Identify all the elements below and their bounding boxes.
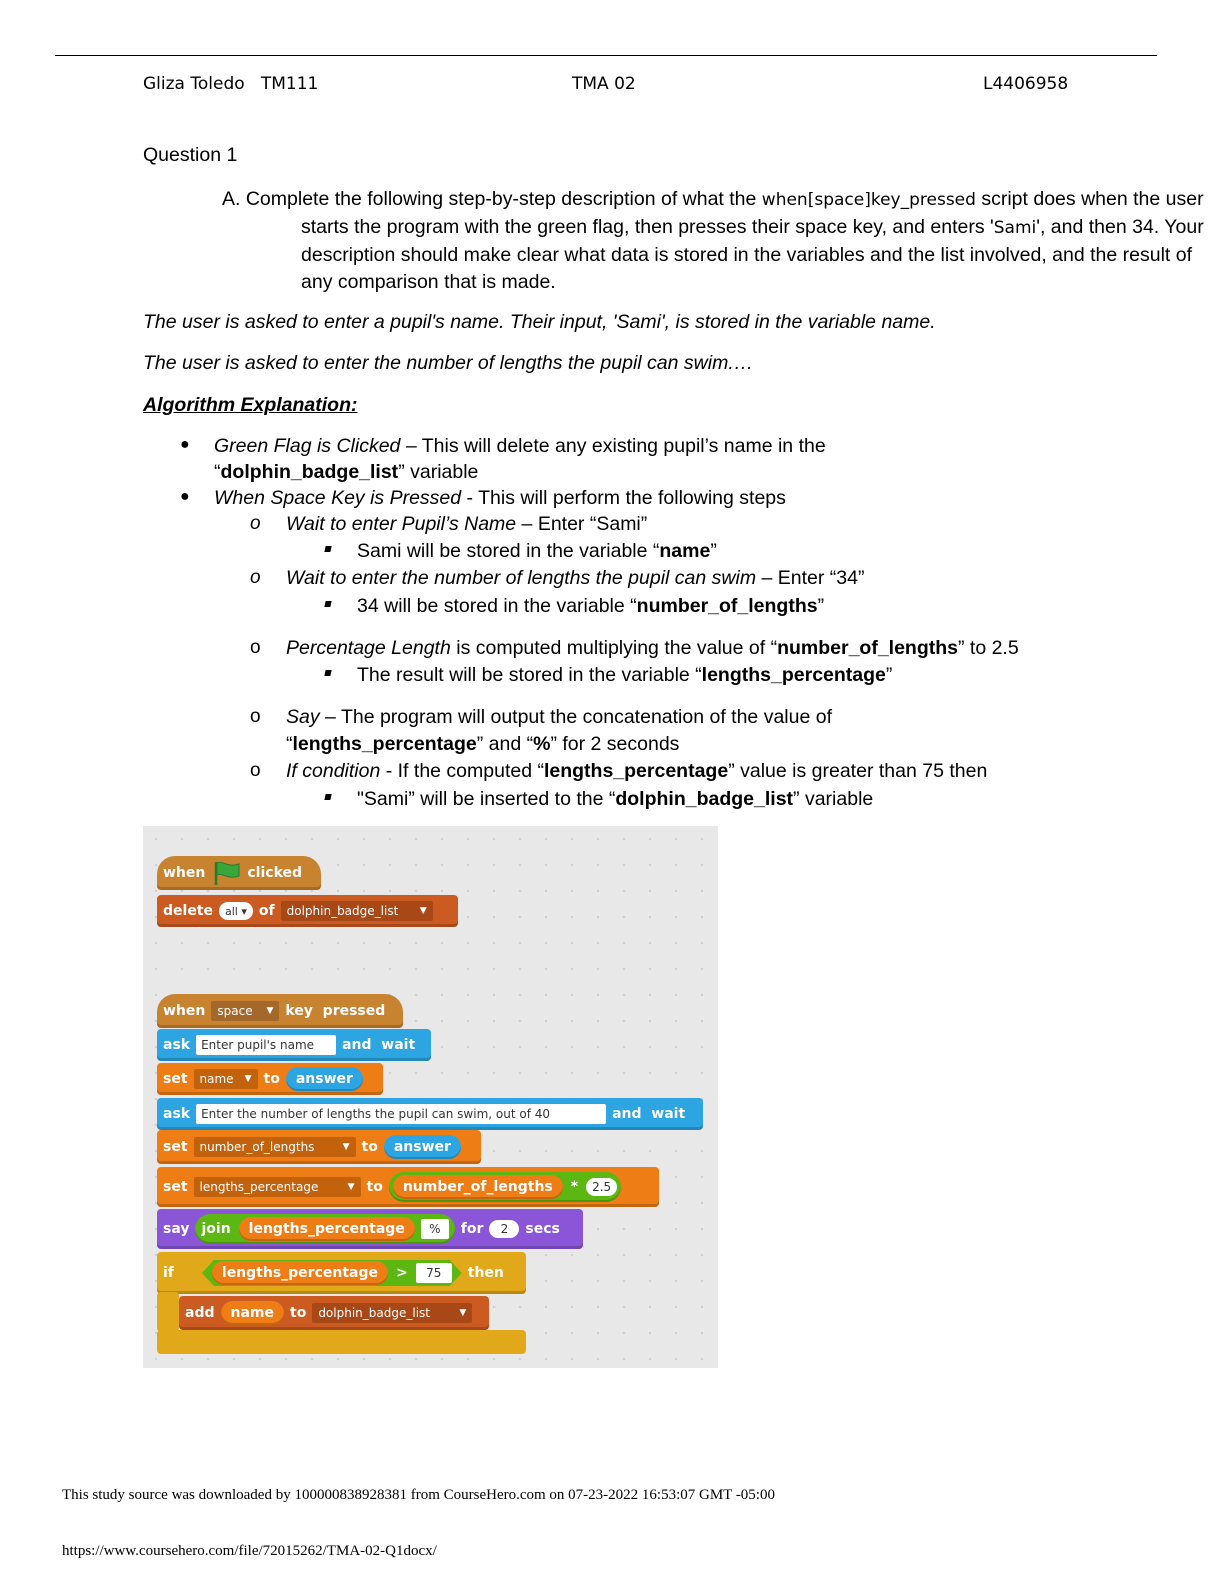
block-label: say bbox=[163, 1221, 190, 1237]
step-percentage: Percentage Length is computed multiplyin… bbox=[286, 637, 1019, 659]
set-lengths-block: set number_of_lengths▼ to answer bbox=[157, 1130, 481, 1164]
sub-marker: o bbox=[250, 706, 261, 727]
step-say: Say – The program will output the concat… bbox=[286, 706, 832, 728]
block-label: when bbox=[163, 1003, 206, 1019]
green-flag-icon bbox=[215, 861, 240, 885]
header-assignment: TMA 02 bbox=[572, 74, 636, 94]
footer-source: This study source was downloaded by 1000… bbox=[62, 1487, 775, 1503]
block-label: set bbox=[163, 1179, 188, 1195]
secs-input[interactable]: 2 bbox=[489, 1220, 520, 1238]
example-line-1: The user is asked to enter a pupil's nam… bbox=[143, 311, 936, 333]
lengths-percentage-reporter[interactable]: lengths_percentage bbox=[238, 1217, 415, 1241]
block-label: for bbox=[460, 1221, 484, 1237]
operator-label: > bbox=[396, 1265, 408, 1281]
bullet-green-flag-line2: “dolphin_badge_list” variable bbox=[214, 461, 479, 483]
lengths-percentage-reporter[interactable]: lengths_percentage bbox=[212, 1261, 388, 1285]
block-label: ask bbox=[163, 1037, 191, 1053]
if-block: if lengths_percentage > 75 then bbox=[157, 1252, 526, 1294]
block-label: of bbox=[258, 903, 275, 919]
bullet-space-key: When Space Key is Pressed - This will pe… bbox=[214, 487, 786, 509]
greater-than-operator[interactable]: lengths_percentage > 75 bbox=[202, 1260, 462, 1286]
lengths-var-dropdown[interactable]: number_of_lengths▼ bbox=[193, 1137, 356, 1157]
multiply-operator[interactable]: number_of_lengths * 2.5 bbox=[388, 1172, 622, 1202]
bullet-marker: ● bbox=[180, 488, 190, 505]
set-name-block: set name▼ to answer bbox=[157, 1063, 383, 1095]
algorithm-heading: Algorithm Explanation: bbox=[143, 394, 358, 416]
number-of-lengths-reporter[interactable]: number_of_lengths bbox=[392, 1175, 563, 1199]
block-label: if bbox=[163, 1265, 174, 1281]
scratch-script-image: when clicked delete all ▾ of dolphin_bad… bbox=[143, 826, 718, 1368]
block-label: and wait bbox=[612, 1106, 686, 1122]
footer-url[interactable]: https://www.coursehero.com/file/72015262… bbox=[62, 1543, 437, 1559]
block-label: key pressed bbox=[285, 1003, 386, 1019]
ask-name-input[interactable]: Enter pupil's name bbox=[196, 1035, 337, 1055]
list-dropdown[interactable]: dolphin_badge_list▼ bbox=[312, 1303, 473, 1323]
sub-marker: o bbox=[250, 760, 261, 781]
factor-input[interactable]: 2.5 bbox=[586, 1178, 618, 1196]
square-marker bbox=[324, 794, 332, 800]
header-id: L4406958 bbox=[983, 74, 1069, 94]
operator-label: * bbox=[570, 1179, 579, 1195]
when-key-pressed-block: when space▼ key pressed bbox=[157, 994, 403, 1028]
name-reporter[interactable]: name bbox=[220, 1301, 284, 1325]
block-label: to bbox=[366, 1179, 383, 1195]
step-if-condition: If condition - If the computed “lengths_… bbox=[286, 760, 988, 782]
square-marker bbox=[324, 546, 332, 552]
block-label: add bbox=[185, 1305, 215, 1321]
block-label: to bbox=[263, 1071, 280, 1087]
answer-reporter[interactable]: answer bbox=[383, 1135, 461, 1159]
step-enter-lengths: Wait to enter the number of lengths the … bbox=[286, 567, 865, 589]
block-label: set bbox=[163, 1071, 188, 1087]
block-label: to bbox=[290, 1305, 307, 1321]
ask-name-block: ask Enter pupil's name and wait bbox=[157, 1029, 431, 1061]
square-marker bbox=[324, 601, 332, 607]
block-label: when bbox=[163, 865, 206, 881]
block-label: set bbox=[163, 1139, 188, 1155]
answer-reporter[interactable]: answer bbox=[285, 1067, 363, 1091]
question-title: Question 1 bbox=[143, 144, 238, 166]
step-if-detail: "Sami” will be inserted to the “dolphin_… bbox=[357, 788, 874, 810]
step-enter-name: Wait to enter Pupil’s Name – Enter “Sami… bbox=[286, 513, 648, 535]
step-say-line2: “lengths_percentage” and “%” for 2 secon… bbox=[286, 733, 680, 755]
example-line-2: The user is asked to enter the number of… bbox=[143, 352, 754, 374]
block-label: ask bbox=[163, 1106, 191, 1122]
operator-label: join bbox=[201, 1221, 231, 1237]
add-to-list-block: add name to dolphin_badge_list▼ bbox=[179, 1296, 489, 1330]
percent-input[interactable]: % bbox=[420, 1219, 449, 1239]
if-block-arm bbox=[157, 1292, 179, 1332]
block-label: to bbox=[361, 1139, 378, 1155]
ask-lengths-input[interactable]: Enter the number of lengths the pupil ca… bbox=[196, 1104, 607, 1124]
all-dropdown[interactable]: all ▾ bbox=[219, 902, 253, 920]
step-enter-lengths-detail: 34 will be stored in the variable “numbe… bbox=[357, 595, 825, 617]
header-author: Gliza Toledo TM111 bbox=[143, 74, 319, 94]
block-label: delete bbox=[163, 903, 213, 919]
sub-marker: o bbox=[250, 513, 261, 534]
when-flag-clicked-block: when clicked bbox=[157, 856, 321, 890]
say-block: say join lengths_percentage % for 2 secs bbox=[157, 1209, 583, 1249]
question-prompt: A. Complete the following step-by-step d… bbox=[222, 188, 1204, 293]
percentage-var-dropdown[interactable]: lengths_percentage▼ bbox=[193, 1177, 361, 1197]
list-dropdown[interactable]: dolphin_badge_list▼ bbox=[280, 901, 433, 921]
delete-all-block: delete all ▾ of dolphin_badge_list▼ bbox=[157, 895, 458, 927]
threshold-input[interactable]: 75 bbox=[416, 1263, 452, 1283]
block-label: then bbox=[467, 1265, 504, 1281]
bullet-marker: ● bbox=[180, 436, 190, 453]
block-label: and wait bbox=[342, 1037, 416, 1053]
bullet-green-flag: Green Flag is Clicked – This will delete… bbox=[214, 435, 826, 457]
key-dropdown[interactable]: space▼ bbox=[211, 1001, 280, 1021]
join-operator[interactable]: join lengths_percentage % bbox=[195, 1214, 455, 1244]
sub-marker: o bbox=[250, 637, 261, 658]
block-label: secs bbox=[525, 1221, 560, 1237]
sub-marker: o bbox=[250, 567, 261, 588]
set-percentage-block: set lengths_percentage▼ to number_of_len… bbox=[157, 1167, 659, 1207]
step-enter-name-detail: Sami will be stored in the variable “nam… bbox=[357, 540, 717, 562]
block-label: clicked bbox=[247, 865, 303, 881]
step-percentage-detail: The result will be stored in the variabl… bbox=[357, 664, 893, 686]
if-block-bottom bbox=[157, 1330, 526, 1354]
square-marker bbox=[324, 670, 332, 676]
name-var-dropdown[interactable]: name▼ bbox=[193, 1069, 258, 1089]
header-rule bbox=[55, 55, 1157, 56]
ask-lengths-block: ask Enter the number of lengths the pupi… bbox=[157, 1098, 703, 1130]
